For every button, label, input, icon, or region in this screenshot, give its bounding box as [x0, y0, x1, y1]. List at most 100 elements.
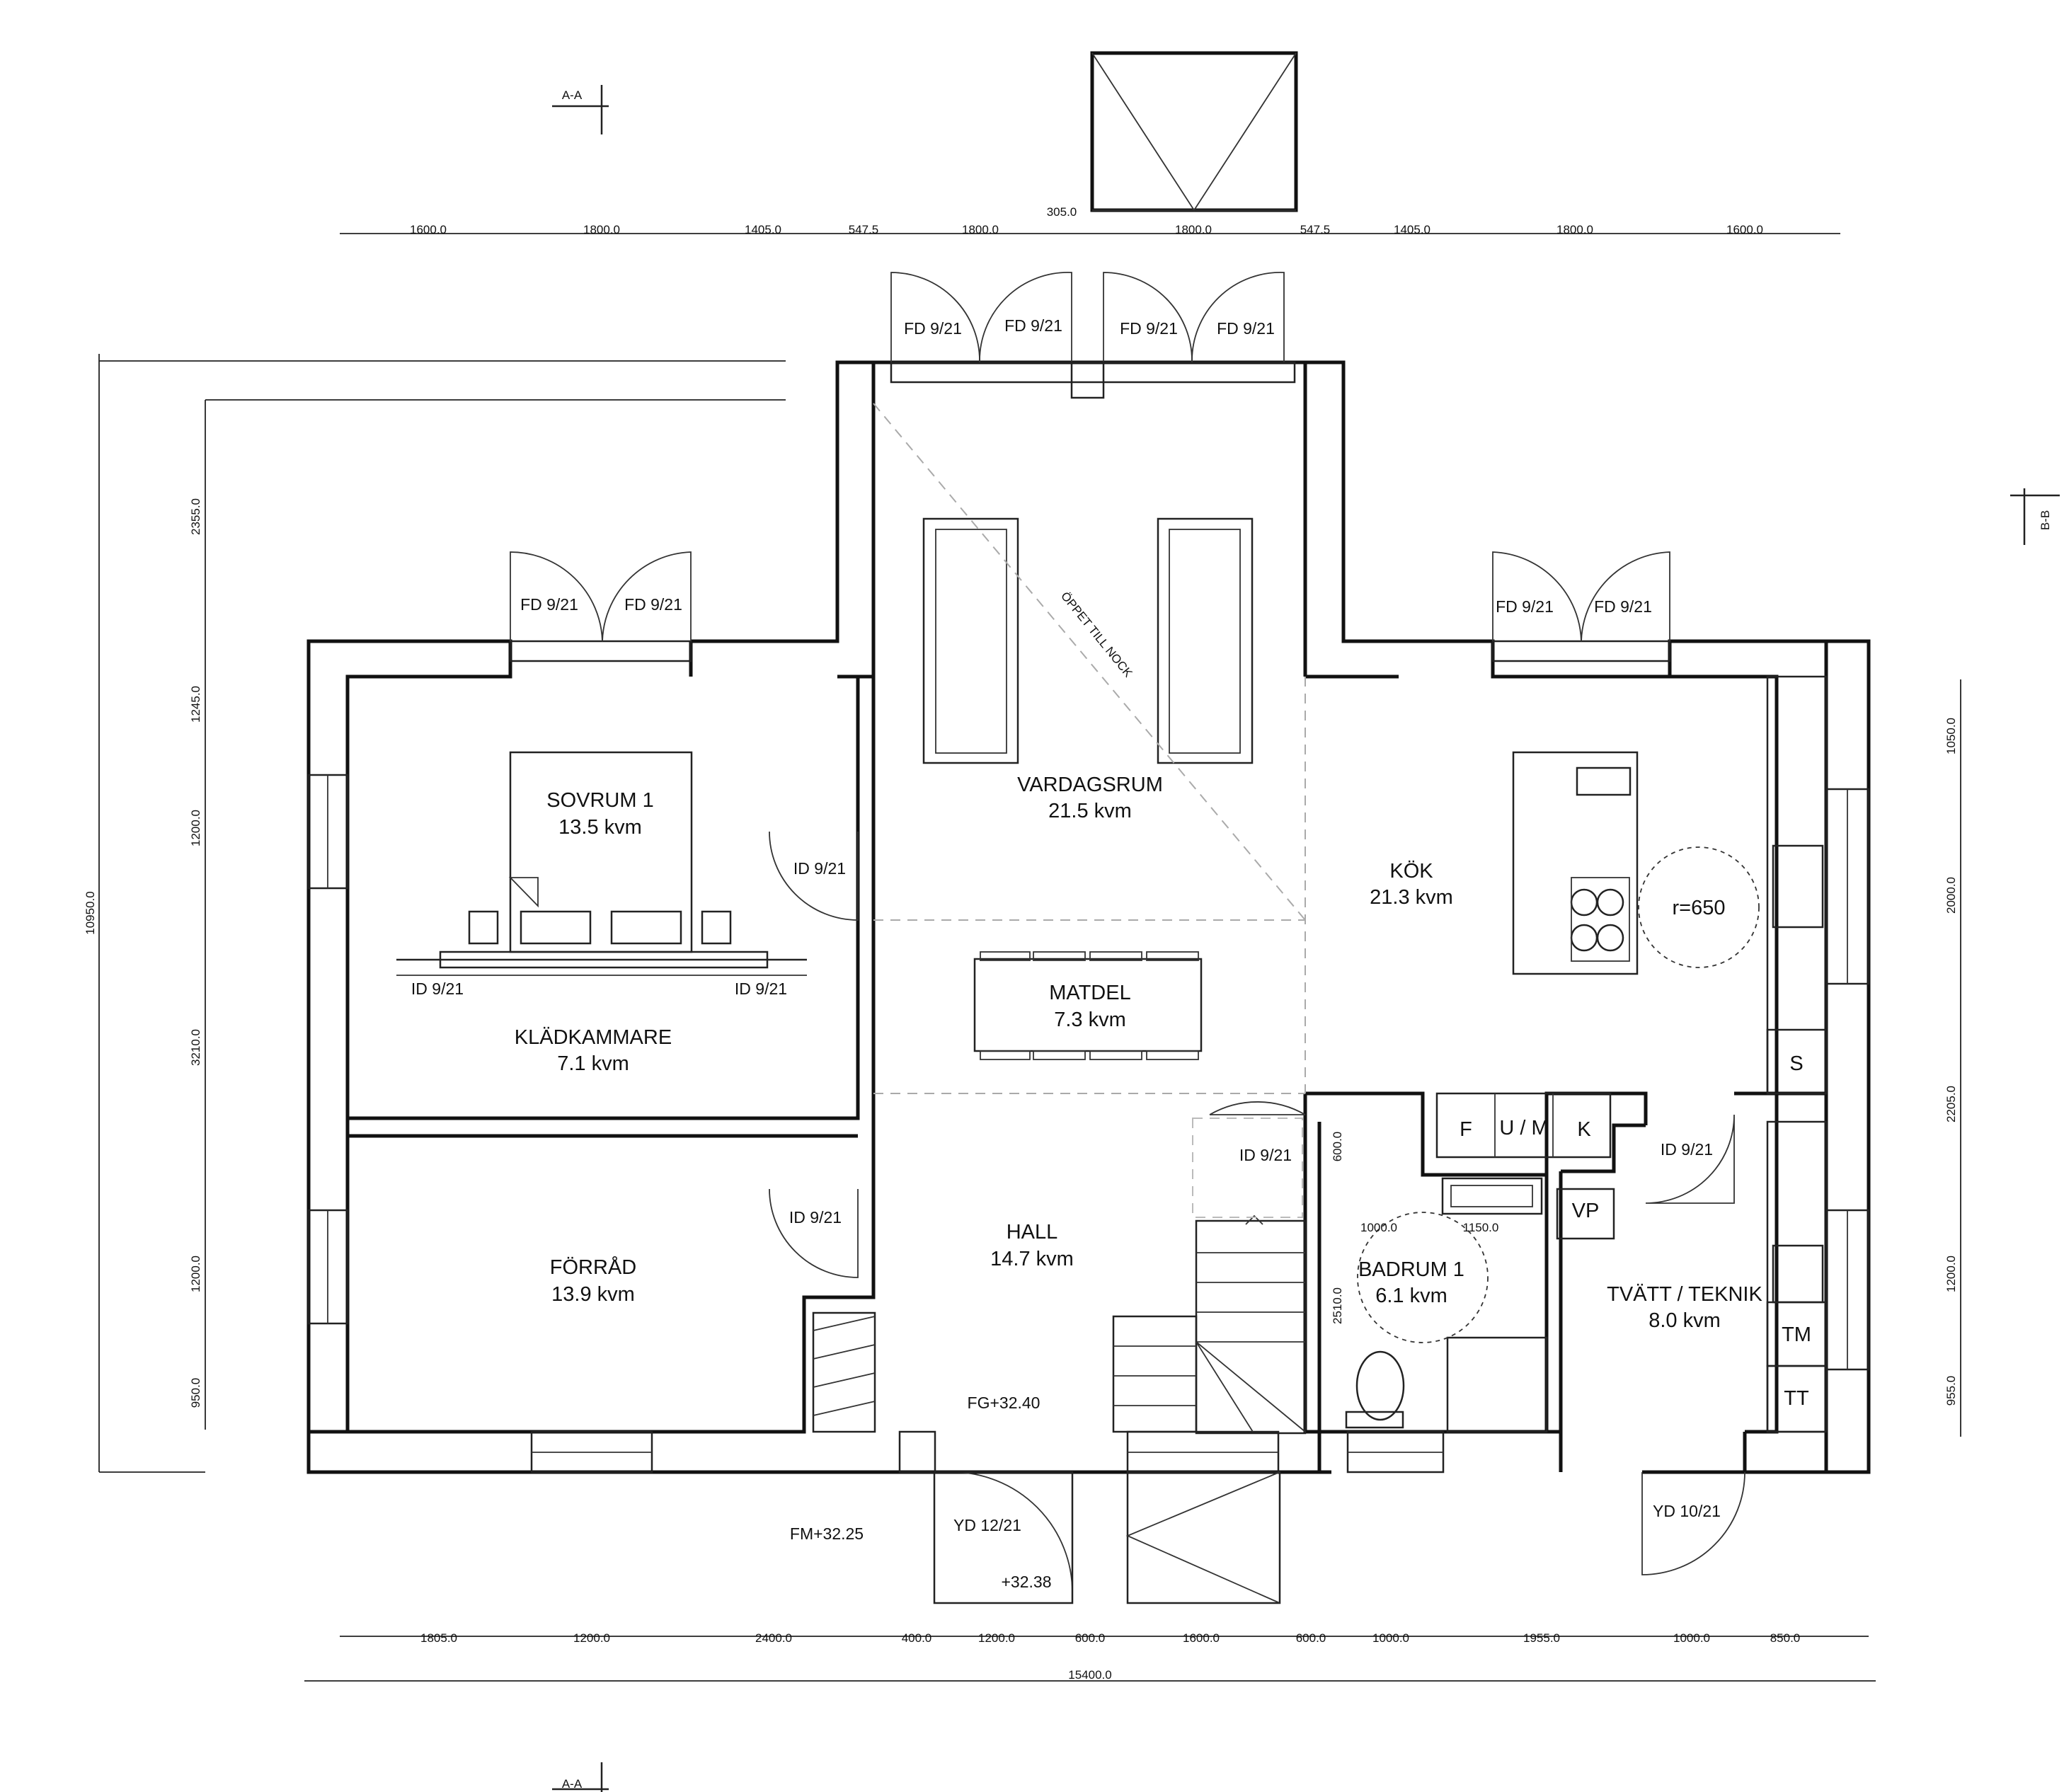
dim-right: 2000.0: [1944, 877, 1958, 914]
room-kladkammare-area: 7.1 kvm: [557, 1052, 629, 1075]
interior-doors: [769, 831, 1745, 1593]
dim-left: 1245.0: [189, 686, 202, 723]
fixture-cabinet: S: [1789, 1052, 1803, 1075]
dim-top: 1800.0: [1175, 223, 1212, 236]
room-vardagsrum-name: VARDAGSRUM: [1017, 774, 1163, 796]
bathroom: [1345, 1092, 1612, 1433]
ground-level: FM+32.25: [790, 1524, 864, 1543]
dim-bottom: 1000.0: [1372, 1631, 1409, 1645]
section-b: B-B: [2039, 510, 2052, 530]
dining-table: [973, 951, 1203, 1060]
door-fd-label: FD 9/21: [1594, 597, 1652, 616]
door-fd-label: FD 9/21: [904, 319, 962, 338]
room-kladkammare-name: KLÄDKAMMARE: [515, 1026, 672, 1049]
room-sovrum1-name: SOVRUM 1: [546, 789, 653, 812]
door-yd-main-label: YD 12/21: [953, 1516, 1021, 1534]
dim-top: 1800.0: [962, 223, 999, 236]
dim-left: 1200.0: [189, 1256, 202, 1292]
room-tvatt-area: 8.0 kvm: [1649, 1309, 1721, 1332]
dim-bath: 1000.0: [1360, 1221, 1397, 1234]
dim-top: 1800.0: [1556, 223, 1593, 236]
fixture-dryer: TT: [1784, 1387, 1809, 1410]
room-badrum1-name: BADRUM 1: [1358, 1258, 1464, 1281]
room-sovrum1-area: 13.5 kvm: [558, 816, 642, 839]
dim-top: 1600.0: [1726, 223, 1763, 236]
section-markers: [552, 85, 2060, 1792]
dim-top: 547.5: [849, 223, 879, 236]
section-a-top: A-A: [562, 88, 583, 102]
dim-top: 1405.0: [745, 223, 781, 236]
door-fd-label: FD 9/21: [624, 595, 682, 614]
terrace-doors: [510, 51, 1670, 642]
dim-bottom: 1200.0: [573, 1631, 610, 1645]
room-hall-name: HALL: [1007, 1221, 1058, 1244]
dim-left: 3210.0: [189, 1029, 202, 1066]
entrance: [933, 1471, 1281, 1604]
dim-right: 2205.0: [1944, 1086, 1958, 1122]
dim-bottom: 2400.0: [755, 1631, 792, 1645]
fixture-heatpump: VP: [1572, 1200, 1600, 1222]
door-id-label: ID 9/21: [789, 1208, 842, 1227]
dim-bottom: 600.0: [1075, 1631, 1106, 1645]
sofas: [922, 517, 1254, 764]
door-yd-side-label: YD 10/21: [1653, 1502, 1721, 1520]
door-id-label: ID 9/21: [735, 980, 787, 998]
door-fd-label: FD 9/21: [1217, 319, 1275, 338]
open-to-ridge-note: ÖPPET TILL NOCK: [1058, 590, 1135, 680]
dim-top: 1800.0: [583, 223, 620, 236]
dim-top: 1405.0: [1394, 223, 1431, 236]
dim-top: 1600.0: [410, 223, 447, 236]
dim-top: 547.5: [1300, 223, 1331, 236]
dim-left: 1200.0: [189, 810, 202, 846]
room-forrad-name: FÖRRÅD: [550, 1256, 636, 1279]
room-tvatt-name: TVÄTT / TEKNIK: [1607, 1283, 1762, 1306]
door-id-label: ID 9/21: [411, 980, 464, 998]
section-a-bottom: A-A: [562, 1777, 583, 1791]
dim-bottom: 1000.0: [1673, 1631, 1710, 1645]
door-fd-label: FD 9/21: [1496, 597, 1554, 616]
room-vardagsrum-area: 21.5 kvm: [1048, 800, 1132, 822]
step-level: +32.38: [1002, 1573, 1052, 1591]
door-fd-label: FD 9/21: [1120, 319, 1178, 338]
door-fd-label: FD 9/21: [520, 595, 578, 614]
room-hall-area: 14.7 kvm: [990, 1248, 1074, 1270]
dim-bottom: 400.0: [902, 1631, 932, 1645]
turning-radius: r=650: [1673, 897, 1726, 919]
bed: [468, 751, 732, 953]
dim-bottom: 850.0: [1770, 1631, 1801, 1645]
dim-total-width: 15400.0: [1068, 1668, 1111, 1682]
door-id-label: ID 9/21: [1239, 1146, 1292, 1164]
dim-bottom: 1200.0: [978, 1631, 1015, 1645]
dim-left: 950.0: [189, 1378, 202, 1408]
open-ridge-lines: [873, 403, 1306, 1094]
dimension-lines: [98, 233, 1961, 1682]
fixture-fridge: F: [1460, 1118, 1472, 1141]
dim-top: 305.0: [1047, 205, 1077, 219]
room-kok-area: 21.3 kvm: [1370, 886, 1453, 909]
room-badrum1-area: 6.1 kvm: [1375, 1285, 1447, 1307]
room-matdel-area: 7.3 kvm: [1054, 1009, 1126, 1031]
door-fd-label: FD 9/21: [1004, 316, 1062, 335]
fixture-freezer: K: [1577, 1118, 1591, 1141]
dim-bottom: 1600.0: [1183, 1631, 1220, 1645]
stairs: [812, 1118, 1307, 1435]
fixture-oven: U / M: [1499, 1117, 1548, 1139]
door-id-label: ID 9/21: [793, 859, 846, 878]
dim-right: 1050.0: [1944, 718, 1958, 754]
room-matdel-name: MATDEL: [1049, 982, 1130, 1004]
fixture-washer: TM: [1782, 1323, 1811, 1346]
dim-right: 955.0: [1944, 1376, 1958, 1406]
dim-bottom: 600.0: [1296, 1631, 1326, 1645]
dim-bath: 1150.0: [1463, 1221, 1499, 1234]
wardrobe: [396, 950, 807, 976]
dim-bath: 2510.0: [1331, 1287, 1344, 1324]
dim-right: 1200.0: [1944, 1256, 1958, 1292]
room-forrad-area: 13.9 kvm: [551, 1283, 635, 1306]
dim-bath: 600.0: [1331, 1132, 1344, 1162]
room-kok-name: KÖK: [1389, 860, 1433, 883]
dim-left: 2355.0: [189, 498, 202, 535]
floor-level: FG+32.40: [968, 1394, 1040, 1412]
dim-bottom: 1955.0: [1523, 1631, 1560, 1645]
dim-bottom: 1805.0: [420, 1631, 457, 1645]
